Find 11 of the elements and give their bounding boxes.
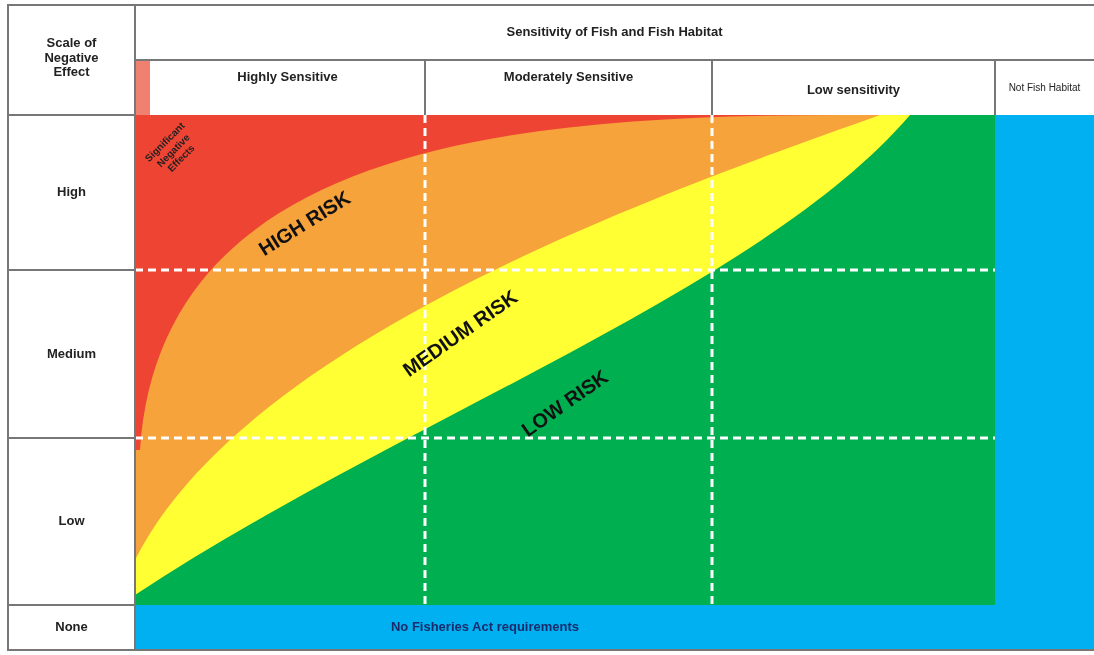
row-header: Low [58, 514, 85, 529]
column-header: Not Fish Habitat [1008, 81, 1081, 94]
column-axis-title: Sensitivity of Fish and Fish Habitat [506, 25, 723, 40]
column-header: Highly Sensitive [237, 70, 338, 85]
row-header: High [57, 185, 86, 200]
row-header: None [55, 620, 88, 635]
row-axis-title: Scale of Negative Effect [43, 35, 100, 81]
row-header: Medium [46, 346, 97, 362]
column-header: Moderately Sensitive [503, 70, 634, 85]
band-label: No Fisheries Act requirements [390, 620, 580, 635]
column-header: Low sensitivity [806, 82, 901, 98]
